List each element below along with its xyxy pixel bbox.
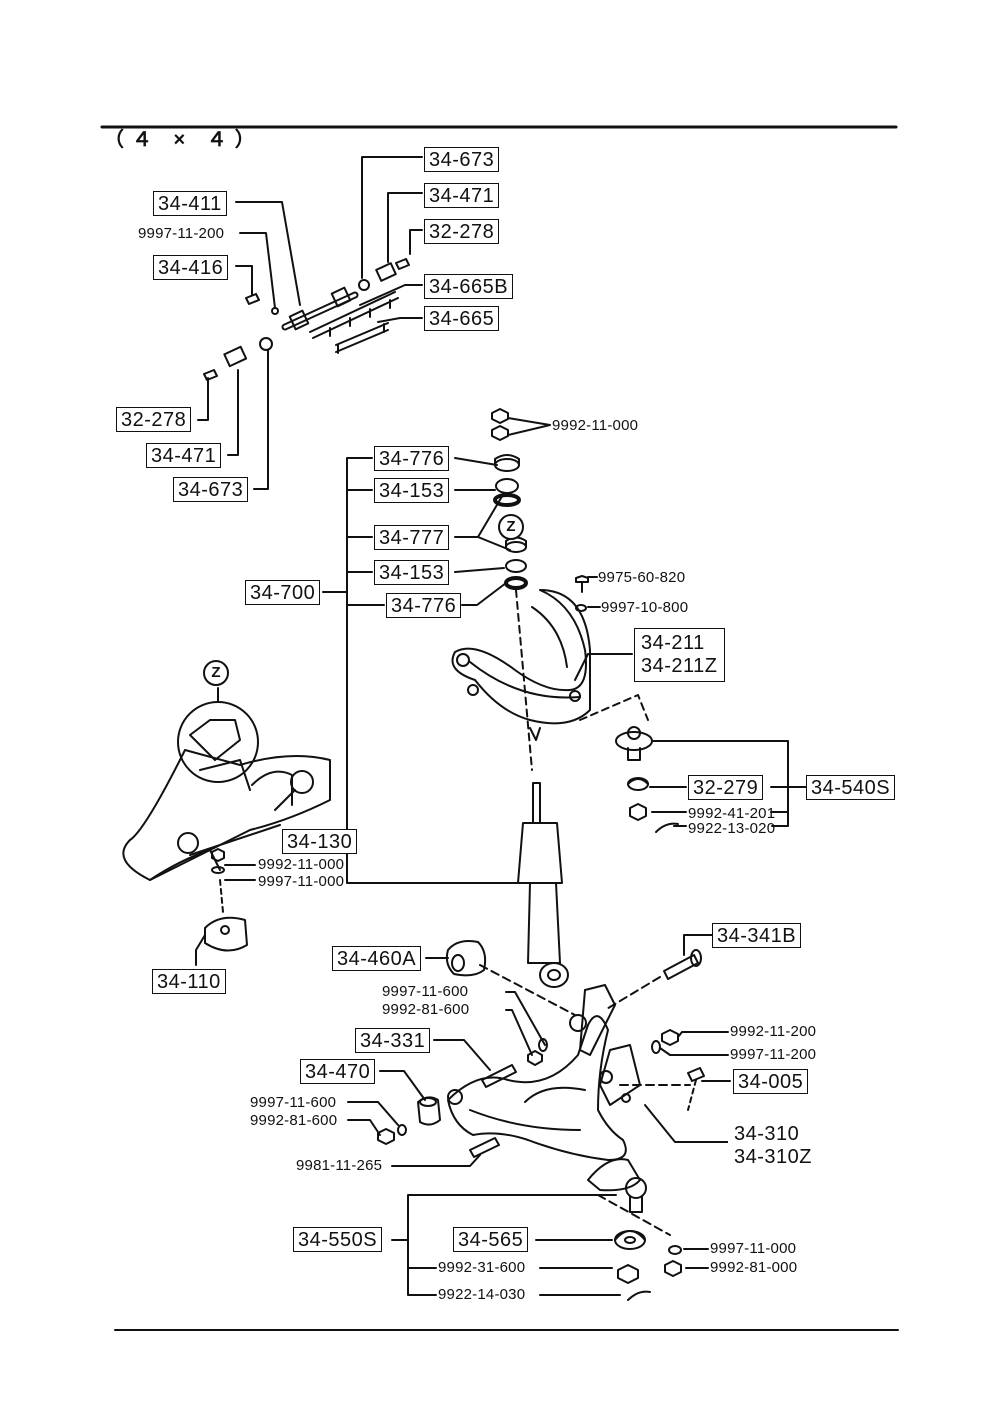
callout-9997-11-200-lower[interactable]: 9997-11-200 bbox=[730, 1046, 817, 1063]
callout-34-777[interactable]: 34-777 bbox=[374, 525, 450, 550]
callout-34-776-top[interactable]: 34-776 bbox=[374, 446, 450, 471]
detail-marker-z-frame: Z bbox=[203, 660, 229, 686]
callout-9992-11-200[interactable]: 9992-11-200 bbox=[730, 1023, 817, 1040]
callout-34-211-group[interactable]: 34-211 34-211Z bbox=[634, 628, 725, 682]
callout-9992-31-600[interactable]: 9992-31-600 bbox=[438, 1259, 526, 1276]
callout-9922-13-020[interactable]: 9922-13-020 bbox=[688, 820, 776, 837]
callout-32-278-bottom[interactable]: 32-278 bbox=[116, 407, 192, 432]
callout-34-416[interactable]: 34-416 bbox=[153, 255, 229, 280]
callout-34-565[interactable]: 34-565 bbox=[453, 1227, 529, 1252]
callout-9997-11-600-lower[interactable]: 9997-11-600 bbox=[250, 1094, 337, 1111]
callout-34-153-bottom[interactable]: 34-153 bbox=[374, 560, 450, 585]
shock-absorber-assembly bbox=[322, 408, 569, 988]
callout-32-278-top[interactable]: 32-278 bbox=[424, 219, 500, 244]
callout-9992-81-000[interactable]: 9992-81-000 bbox=[710, 1259, 798, 1276]
callout-34-211[interactable]: 34-211 bbox=[641, 632, 705, 654]
callout-34-471-top[interactable]: 34-471 bbox=[424, 183, 500, 208]
callout-9922-14-030[interactable]: 9922-14-030 bbox=[438, 1286, 526, 1303]
detail-marker-z-shock: Z bbox=[498, 514, 524, 540]
upper-control-arm bbox=[451, 575, 649, 741]
callout-34-700[interactable]: 34-700 bbox=[245, 580, 321, 605]
page-title: （４ × ４） bbox=[104, 129, 263, 151]
callout-34-331[interactable]: 34-331 bbox=[355, 1028, 431, 1053]
callout-34-341B[interactable]: 34-341B bbox=[712, 923, 802, 948]
callout-34-310[interactable]: 34-310 bbox=[734, 1123, 800, 1145]
callout-34-310Z[interactable]: 34-310Z bbox=[734, 1146, 812, 1168]
callout-34-211Z[interactable]: 34-211Z bbox=[641, 655, 718, 677]
callout-34-471-bottom[interactable]: 34-471 bbox=[146, 443, 222, 468]
callout-34-005[interactable]: 34-005 bbox=[733, 1069, 809, 1094]
callout-34-550S[interactable]: 34-550S bbox=[293, 1227, 383, 1252]
callout-9997-11-000-lower[interactable]: 9997-11-000 bbox=[710, 1240, 797, 1257]
callout-34-153-top[interactable]: 34-153 bbox=[374, 478, 450, 503]
callout-9992-11-000-top[interactable]: 9992-11-000 bbox=[552, 417, 639, 434]
callout-34-411[interactable]: 34-411 bbox=[153, 191, 227, 216]
callout-9975-60-820[interactable]: 9975-60-820 bbox=[598, 569, 686, 586]
upper-ball-joint bbox=[615, 726, 807, 833]
callout-34-310-group[interactable]: 34-310 34-310Z bbox=[728, 1120, 818, 1172]
callout-32-279[interactable]: 32-279 bbox=[688, 775, 764, 800]
callout-9997-11-600-upper[interactable]: 9997-11-600 bbox=[382, 983, 469, 1000]
callout-34-540S[interactable]: 34-540S bbox=[806, 775, 896, 800]
callout-34-130[interactable]: 34-130 bbox=[282, 829, 358, 854]
lower-ball-joint bbox=[391, 1158, 709, 1301]
lower-control-arm bbox=[347, 934, 731, 1236]
callout-34-470[interactable]: 34-470 bbox=[300, 1059, 376, 1084]
callout-34-460A[interactable]: 34-460A bbox=[332, 946, 422, 971]
callout-9997-10-800[interactable]: 9997-10-800 bbox=[601, 599, 689, 616]
callout-34-110[interactable]: 34-110 bbox=[152, 969, 226, 994]
callout-34-776-bottom[interactable]: 34-776 bbox=[386, 593, 462, 618]
callout-9992-81-600-upper[interactable]: 9992-81-600 bbox=[382, 1001, 470, 1018]
callout-9981-11-265[interactable]: 9981-11-265 bbox=[296, 1157, 383, 1174]
callout-9992-11-000-frame[interactable]: 9992-11-000 bbox=[258, 856, 345, 873]
callout-9992-81-600-lower[interactable]: 9992-81-600 bbox=[250, 1112, 338, 1129]
callout-9997-11-000-frame[interactable]: 9997-11-000 bbox=[258, 873, 345, 890]
frame-detail-view bbox=[122, 687, 331, 966]
callout-9997-11-200-top[interactable]: 9997-11-200 bbox=[138, 225, 225, 242]
callout-34-665B[interactable]: 34-665B bbox=[424, 274, 514, 299]
callout-34-665[interactable]: 34-665 bbox=[424, 306, 500, 331]
stabilizer-link-assembly bbox=[197, 156, 423, 490]
callout-34-673-bottom[interactable]: 34-673 bbox=[173, 477, 249, 502]
callout-34-673-top[interactable]: 34-673 bbox=[424, 147, 500, 172]
callout-9992-41-201[interactable]: 9992-41-201 bbox=[688, 805, 776, 822]
